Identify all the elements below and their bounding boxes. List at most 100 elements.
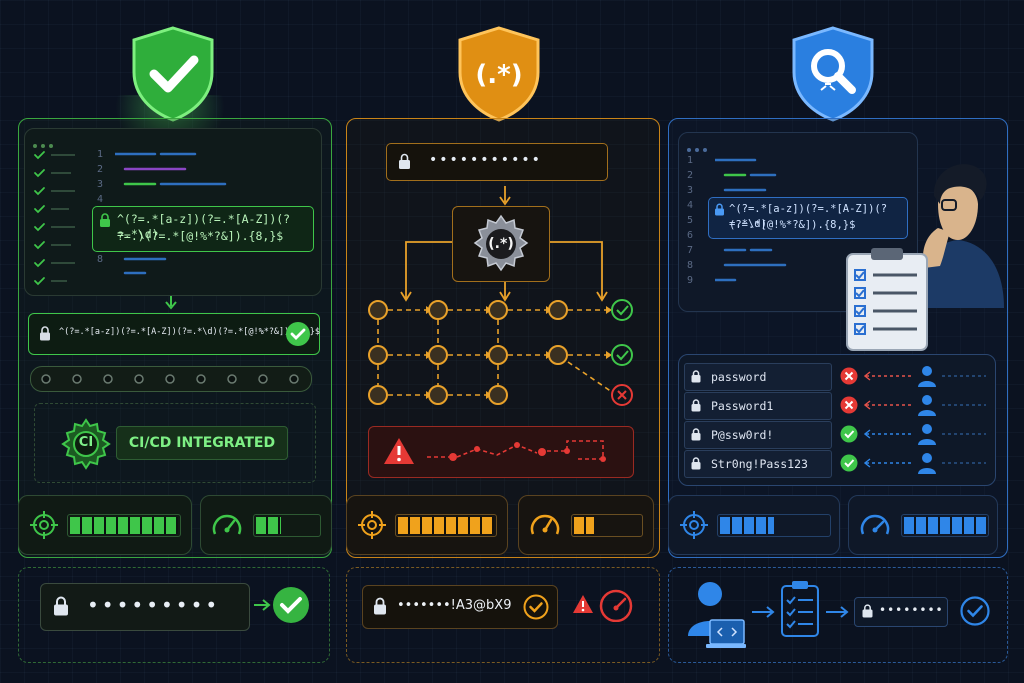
user-icon [918, 452, 936, 474]
test-password: Str0ng!Pass123 [711, 457, 808, 471]
speed-bar [901, 514, 989, 537]
right-arrow [752, 606, 775, 618]
speed-bar-fill [256, 517, 281, 534]
fail-icon [840, 396, 858, 414]
left-password-masked: ••••••••• [87, 593, 221, 617]
lock-icon [691, 370, 701, 383]
speed-bar-fill [904, 517, 986, 534]
right-arrow [826, 606, 849, 618]
test-password-box: Password1 [684, 392, 832, 420]
right-password-field[interactable]: •••••••• [854, 597, 948, 627]
left-speed-card [200, 495, 332, 555]
check-circle-icon [960, 596, 990, 626]
lock-icon [714, 203, 725, 216]
gauge-icon [211, 510, 243, 540]
left-bottom-frame [18, 567, 330, 663]
left-code-lines [115, 149, 315, 279]
regex-line-1: ^(?=.*[a-z])(?=.*[A-Z])(?=.*\d) [117, 212, 291, 241]
developer-illustration [910, 148, 1006, 308]
regex-engine-box: (.*) [452, 206, 550, 282]
middle-password-field[interactable]: ••••••••••• [386, 143, 608, 181]
pass-icon [840, 454, 858, 472]
ci-cd-label: CI/CD INTEGRATED [128, 435, 276, 451]
middle-speed-card [518, 495, 654, 555]
left-regex-box: ^(?=.*[a-z])(?=.*[A-Z])(?=.*\d) ?=.)(?=.… [92, 206, 314, 252]
lock-icon [691, 428, 701, 441]
developer-laptop-icon [684, 580, 746, 650]
warning-icon [572, 594, 594, 614]
test-password-box: password [684, 363, 832, 391]
left-column: 1 2 3 4 5 6 7 8 ^(?=.*[a- [0, 0, 340, 683]
middle-shield: (.*) [454, 24, 544, 124]
coverage-bar [717, 514, 831, 537]
target-icon [29, 510, 59, 540]
check-circle-icon [523, 594, 549, 620]
speedometer-icon [598, 588, 634, 622]
gauge-icon [859, 510, 891, 540]
coverage-bar-fill [70, 517, 178, 534]
right-regex-box: ^(?=.*[a-z])(?=.*[A-Z])(?=.*\d) (?=.*[@!… [708, 197, 908, 239]
middle-column: (.*) ••••••••••• [340, 0, 670, 683]
fail-icon [840, 367, 858, 385]
ci-cd-dashed-frame [34, 403, 316, 483]
check-sidebar [31, 147, 81, 287]
coverage-bar [67, 514, 181, 537]
middle-warning-bar [368, 426, 634, 478]
ci-gear-icon: CI [58, 416, 114, 472]
right-bottom-frame [668, 567, 1008, 663]
regex-line-1: ^(?=.*[a-z])(?=.*[A-Z])(?=.*\d) [729, 203, 888, 230]
test-case-row: Str0ng!Pass123 [684, 449, 994, 478]
left-shield [128, 24, 218, 124]
right-column: 1 2 3 4 5 6 7 8 9 [660, 0, 1024, 683]
lock-icon [373, 597, 387, 615]
fail-icon [611, 384, 633, 406]
speed-bar-fill [574, 517, 594, 534]
ci-cd-label-box: CI/CD INTEGRATED [116, 426, 288, 460]
lock-icon [39, 326, 51, 341]
right-line-numbers: 1 2 3 4 5 6 7 8 9 [687, 155, 694, 286]
speed-bar [253, 514, 321, 537]
middle-coverage-card [346, 495, 508, 555]
regex-line-2: (?=.*[@!%*?&]).{8,}$ [729, 219, 856, 231]
test-case-row: P@ssw0rd! [684, 420, 994, 449]
lock-icon [99, 213, 111, 227]
lock-icon [862, 604, 873, 618]
left-regex-field[interactable]: ^(?=.*[a-z])(?=.*[A-Z])(?=.*\d)(?=.*[@!%… [28, 313, 320, 355]
window-dots [687, 137, 707, 156]
warning-icon [383, 437, 415, 465]
target-icon [357, 510, 387, 540]
magnifier-icon [811, 49, 856, 94]
right-code-lines [715, 155, 905, 305]
coverage-bar-fill [720, 517, 774, 534]
regex-line-2: ?=.)(?=.*[@!%*?&]).{8,}$ [117, 229, 284, 243]
test-case-row: Password1 [684, 391, 994, 420]
middle-password-partial: •••••••!A3@bX9 [397, 598, 512, 613]
regex-full: ^(?=.*[a-z])(?=.*[A-Z])(?=.*\d)(?=.*[@!%… [59, 327, 320, 337]
test-password: password [711, 370, 767, 384]
right-shield [788, 24, 878, 124]
pass-icon [611, 344, 633, 366]
check-circle-icon [272, 586, 310, 624]
test-password-box: Str0ng!Pass123 [684, 450, 832, 478]
lock-icon [691, 399, 701, 412]
test-password: P@ssw0rd! [711, 428, 774, 442]
test-password-box: P@ssw0rd! [684, 421, 832, 449]
left-password-field[interactable]: ••••••••• [40, 583, 250, 631]
test-case-row: password [684, 362, 994, 391]
lock-icon [53, 596, 69, 616]
regex-engine-label: (.*) [488, 236, 514, 252]
coverage-bar-fill [398, 517, 494, 534]
right-coverage-card [668, 495, 840, 555]
right-speed-card [848, 495, 998, 555]
middle-shield-label: (.*) [475, 60, 523, 90]
left-arrow-down [164, 296, 178, 310]
window-dots [33, 133, 53, 152]
clipboard-icon [845, 248, 929, 352]
left-arrow-right [254, 598, 272, 612]
gauge-icon [529, 510, 561, 540]
middle-password-masked: ••••••••••• [429, 152, 542, 168]
left-coverage-card [18, 495, 192, 555]
middle-panel [346, 118, 660, 558]
pipeline-strip [30, 366, 312, 392]
middle-password-field-partial[interactable]: •••••••!A3@bX9 [362, 585, 558, 629]
